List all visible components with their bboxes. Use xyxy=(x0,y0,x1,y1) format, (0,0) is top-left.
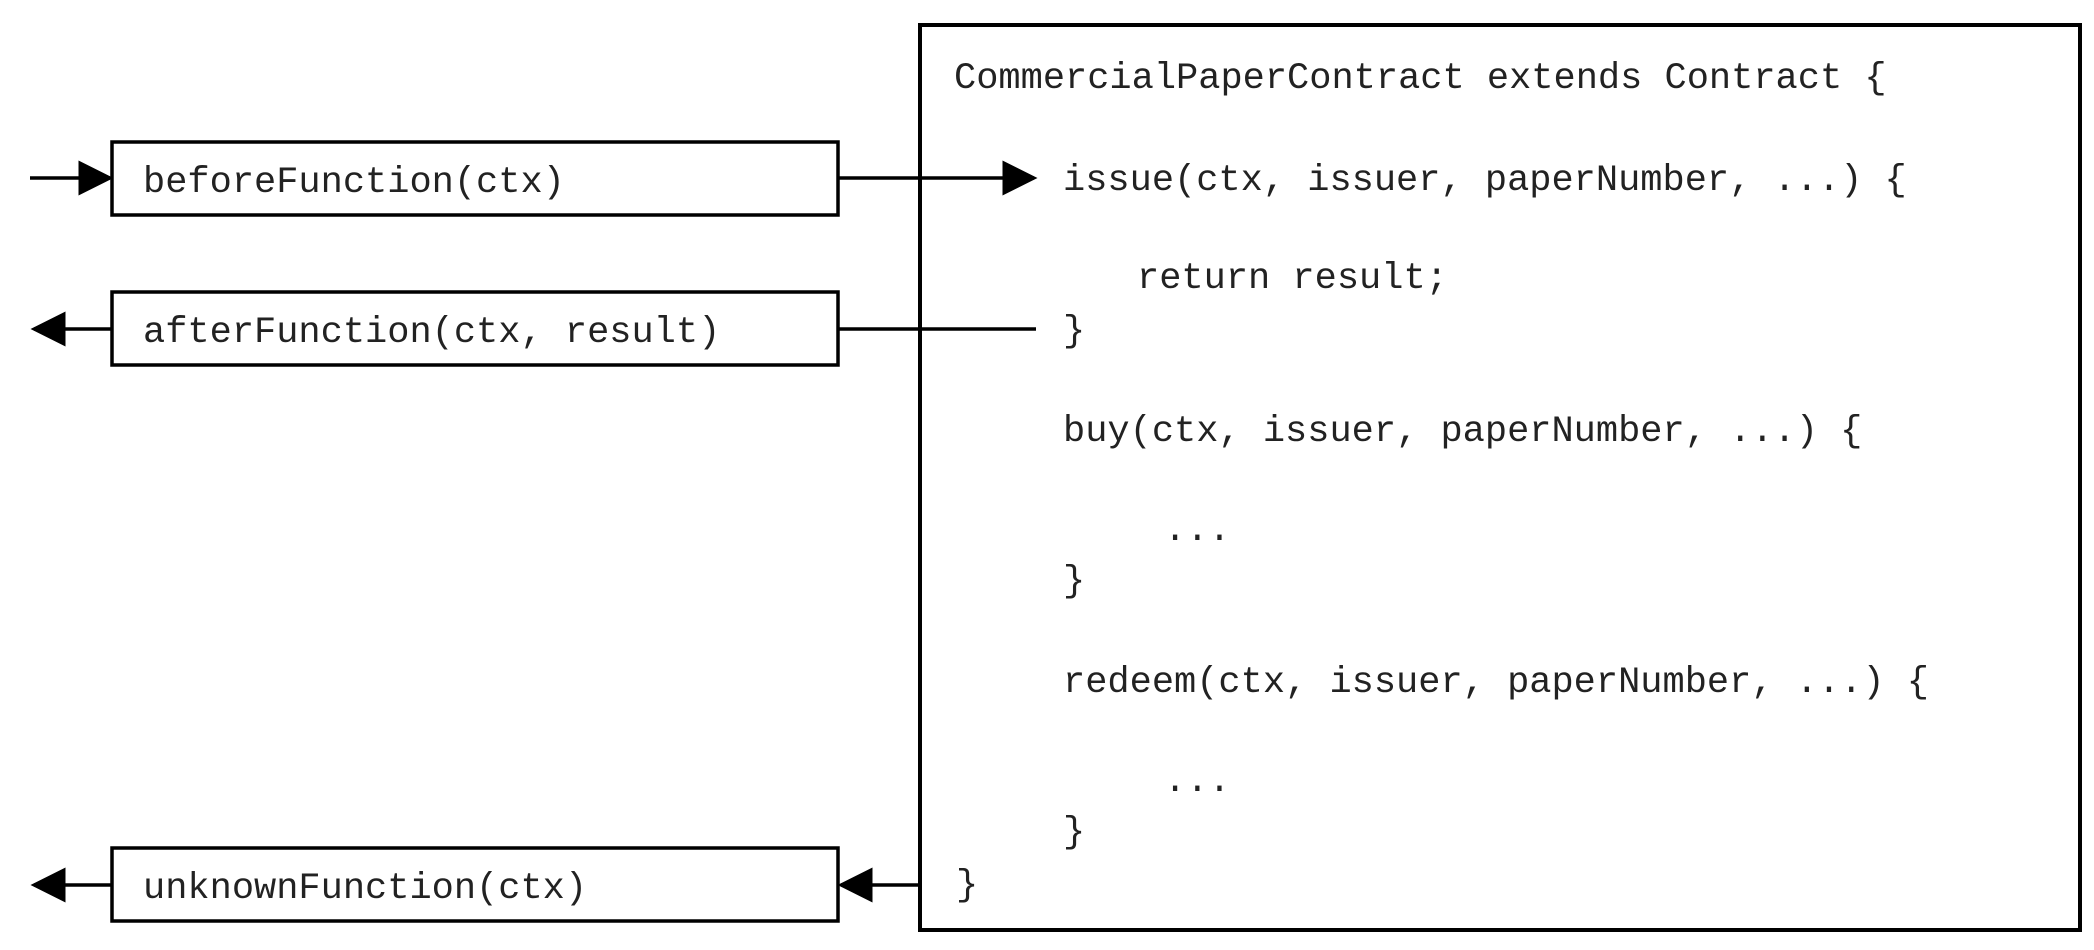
redeem-close-brace: } xyxy=(1063,812,1085,854)
issue-signature: issue(ctx, issuer, paperNumber, ...) { xyxy=(1063,160,1907,202)
redeem-signature: redeem(ctx, issuer, paperNumber, ...) { xyxy=(1063,662,1929,704)
contract-box xyxy=(918,23,2082,932)
buy-signature: buy(ctx, issuer, paperNumber, ...) { xyxy=(1063,411,1862,453)
unknown-function-label: unknownFunction(ctx) xyxy=(143,868,587,910)
contract-close-brace: } xyxy=(956,865,978,907)
after-function-label: afterFunction(ctx, result) xyxy=(143,312,720,354)
issue-close-brace: } xyxy=(1063,311,1085,353)
contract-header: CommercialPaperContract extends Contract… xyxy=(954,58,1887,100)
redeem-body-ellipsis: ... xyxy=(1164,761,1231,803)
issue-return: return result; xyxy=(1137,258,1448,300)
buy-body-ellipsis: ... xyxy=(1164,510,1231,552)
buy-close-brace: } xyxy=(1063,561,1085,603)
before-function-label: beforeFunction(ctx) xyxy=(143,162,565,204)
